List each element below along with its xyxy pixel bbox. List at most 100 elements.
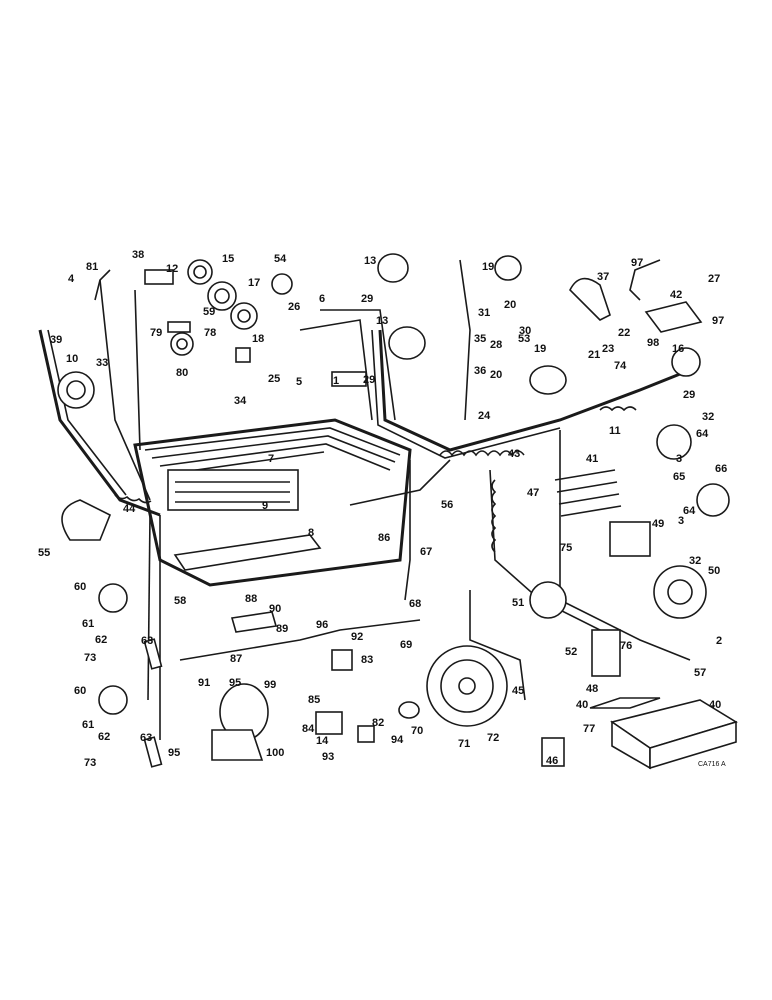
callout-label: 84 [302,723,315,735]
callout-label: 57 [694,667,706,679]
figure-code: CA716 A [698,761,726,768]
callout-label: 86 [378,532,390,544]
relay-83 [331,649,353,671]
callout-label: 20 [490,369,502,381]
callout-label: 36 [474,365,486,377]
callout-label: 3 [678,515,684,527]
callout-label: 74 [614,360,627,372]
callout-label: 94 [391,734,404,746]
callout-label: 32 [689,555,701,567]
callout-label: 73 [84,652,96,664]
callout-label: 18 [252,333,264,345]
callout-label: 15 [222,253,234,265]
callout-label: 51 [512,597,524,609]
callout-label: 39 [50,334,62,346]
strap-40 [589,697,661,709]
alternator-19 [529,365,567,395]
callout-label: 24 [478,410,491,422]
callout-label: 50 [708,565,720,577]
callout-label: 75 [560,542,572,554]
gauge-80 [170,332,194,356]
callout-label: 12 [166,263,178,275]
callout-label: 70 [411,725,423,737]
switch-49 [609,521,651,557]
relay-34 [235,347,251,363]
plate-90 [230,611,278,633]
callout-label: 43 [508,448,520,460]
callout-label: 60 [74,685,86,697]
main-harness [38,259,691,740]
callout-label: 69 [400,639,412,651]
callout-label: 7 [268,453,274,465]
callout-label: 16 [672,343,684,355]
callout-label: 76 [620,640,632,652]
switch-84 [315,711,343,735]
callout-label: 97 [712,315,724,327]
callout-label: 61 [82,618,94,630]
glow-plugs-47 [554,469,622,517]
callout-label: 100 [266,747,284,759]
callout-label: 2 [716,635,722,647]
callout-label: 97 [631,257,643,269]
callout-label: 1 [333,375,339,387]
lamp-64-top [656,424,692,460]
rheostat-48 [591,629,621,677]
callout-labels: 1 2 3 3 4 5 6 7 8 9 10 11 12 13 13 14 15… [38,249,727,769]
callout-label: 47 [527,487,539,499]
callout-label: 66 [715,463,727,475]
gauge-18 [230,302,258,330]
callout-label: 88 [245,593,257,605]
lamp-64-bottom [696,483,730,517]
callout-label: 29 [361,293,373,305]
fuse-block-7 [167,469,299,511]
callout-label: 6 [319,293,325,305]
callout-label: 83 [361,654,373,666]
callout-label: 58 [174,595,186,607]
callout-label: 82 [372,717,384,729]
callout-label: 49 [652,518,664,530]
callout-label: 42 [670,289,682,301]
callout-label: 13 [376,315,388,327]
callout-label: 89 [276,623,288,635]
lamp-60-top [98,583,128,613]
callout-label: 40 [709,699,721,711]
callout-label: 78 [204,327,216,339]
callout-label: 71 [458,738,470,750]
callout-label: 29 [683,389,695,401]
callout-label: 96 [316,619,328,631]
callout-label: 28 [490,339,502,351]
lamp-16 [671,347,701,377]
callout-label: 13 [364,255,376,267]
callout-label: 35 [474,333,486,345]
lamp-13-top [377,253,409,283]
callout-label: 85 [308,694,320,706]
callout-label: 37 [597,271,609,283]
callout-label: 27 [708,273,720,285]
callout-label: 68 [409,598,421,610]
callout-label: 17 [248,277,260,289]
callout-label: 79 [150,327,162,339]
callout-label: 33 [96,357,108,369]
gauge-59 [207,281,237,311]
callout-label: 90 [269,603,281,615]
callout-label: 99 [264,679,276,691]
callout-label: 34 [234,395,247,407]
callout-label: 62 [98,731,110,743]
callout-label: 9 [262,500,268,512]
callout-label: 14 [316,735,329,747]
callout-label: 45 [512,685,524,697]
callout-label: 31 [478,307,490,319]
callout-label: 20 [504,299,516,311]
callout-label: 95 [168,747,180,759]
callout-label: 77 [583,723,595,735]
callout-label: 92 [351,631,363,643]
callout-label: 40 [576,699,588,711]
switch-10 [57,371,95,409]
switch-38 [144,269,174,285]
callout-label: 63 [141,635,153,647]
callout-label: 55 [38,547,50,559]
gauge-54 [271,273,293,295]
callout-label: 52 [565,646,577,658]
callout-label: 29 [363,374,375,386]
